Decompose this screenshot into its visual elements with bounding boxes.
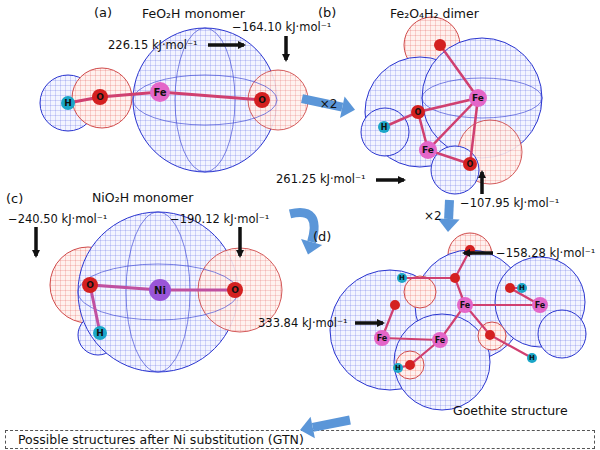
atom-symbol: Fe xyxy=(422,145,434,155)
atom-symbol: Fe xyxy=(460,301,471,310)
structure-panel: Goethite structure xyxy=(308,232,588,420)
panel-title: Goethite structure xyxy=(453,403,568,418)
atom-symbol: O xyxy=(415,108,422,117)
atom-symbol: Fe xyxy=(472,93,484,103)
flow-arrow xyxy=(300,417,350,439)
structure-panel: Fe₂O₄H₂ dimer xyxy=(355,4,565,200)
atom-symbol: O xyxy=(96,92,104,102)
arrow-shaft xyxy=(444,200,454,219)
atom-symbol: H xyxy=(529,354,535,362)
panel-title: FeO₂H monomer xyxy=(142,6,245,21)
panel-title: Possible structures after Ni substitutio… xyxy=(18,432,304,447)
atom-symbol: H xyxy=(381,123,388,132)
atom-symbol: H xyxy=(399,274,405,282)
atom-symbol: O xyxy=(467,160,474,169)
atom-symbol: O xyxy=(86,280,94,290)
potential-value: −190.12 kJ·mol⁻¹ xyxy=(170,212,269,226)
goethite-atoms xyxy=(374,245,548,373)
multiplier-label: ×2 xyxy=(320,97,338,111)
panel-title: NiO₂H monomer xyxy=(92,190,193,205)
atom-symbol: H xyxy=(519,284,525,292)
flow-arrow xyxy=(302,96,355,118)
arrow-head xyxy=(340,96,355,118)
atom-symbol: H xyxy=(96,328,104,338)
multiplier-label: ×2 xyxy=(424,209,442,223)
potential-value: −158.28 kJ·mol⁻¹ xyxy=(496,246,595,260)
atom-symbol: Fe xyxy=(153,87,166,98)
leader-arrows xyxy=(36,36,493,323)
nio2h-monomer-atoms xyxy=(82,277,243,340)
panel-letter: (d) xyxy=(313,229,331,244)
potential-value: −240.50 kJ·mol⁻¹ xyxy=(8,212,107,226)
panel-letter: (b) xyxy=(318,5,336,20)
atom-symbol: O xyxy=(231,285,239,295)
atom-symbol: Fe xyxy=(435,336,446,345)
nio2h-monomer-surface xyxy=(50,212,282,372)
atom-symbol: O xyxy=(258,95,266,105)
atom-symbol: Fe xyxy=(377,334,388,343)
feo2h-monomer-surface xyxy=(40,28,308,172)
atom-symbol: Fe xyxy=(535,301,546,310)
potential-value: 261.25 kJ·mol⁻¹ xyxy=(276,172,366,186)
atom-symbol: H xyxy=(395,364,401,372)
panel-title: Fe₂O₄H₂ dimer xyxy=(390,6,479,21)
potential-value: 226.15 kJ·mol⁻¹ xyxy=(108,38,198,52)
fe2o4h2-dimer-surface xyxy=(361,17,542,194)
panel-letter: (c) xyxy=(6,191,23,206)
panel-letter: (a) xyxy=(94,5,112,20)
potential-value: −164.10 kJ·mol⁻¹ xyxy=(232,20,331,34)
atom-symbol: H xyxy=(64,98,72,108)
atom-symbol: Ni xyxy=(154,285,166,296)
feo2h-monomer-atoms xyxy=(61,82,270,110)
arrow-shaft xyxy=(290,212,314,242)
structure-panel: Possible structures after Ni substitutio… xyxy=(5,430,595,449)
fe2o4h2-dimer-atoms xyxy=(378,39,487,171)
potential-value: −107.95 kJ·mol⁻¹ xyxy=(460,196,559,210)
arrow-shaft xyxy=(313,420,350,427)
potential-value: 333.84 kJ·mol⁻¹ xyxy=(258,316,348,330)
